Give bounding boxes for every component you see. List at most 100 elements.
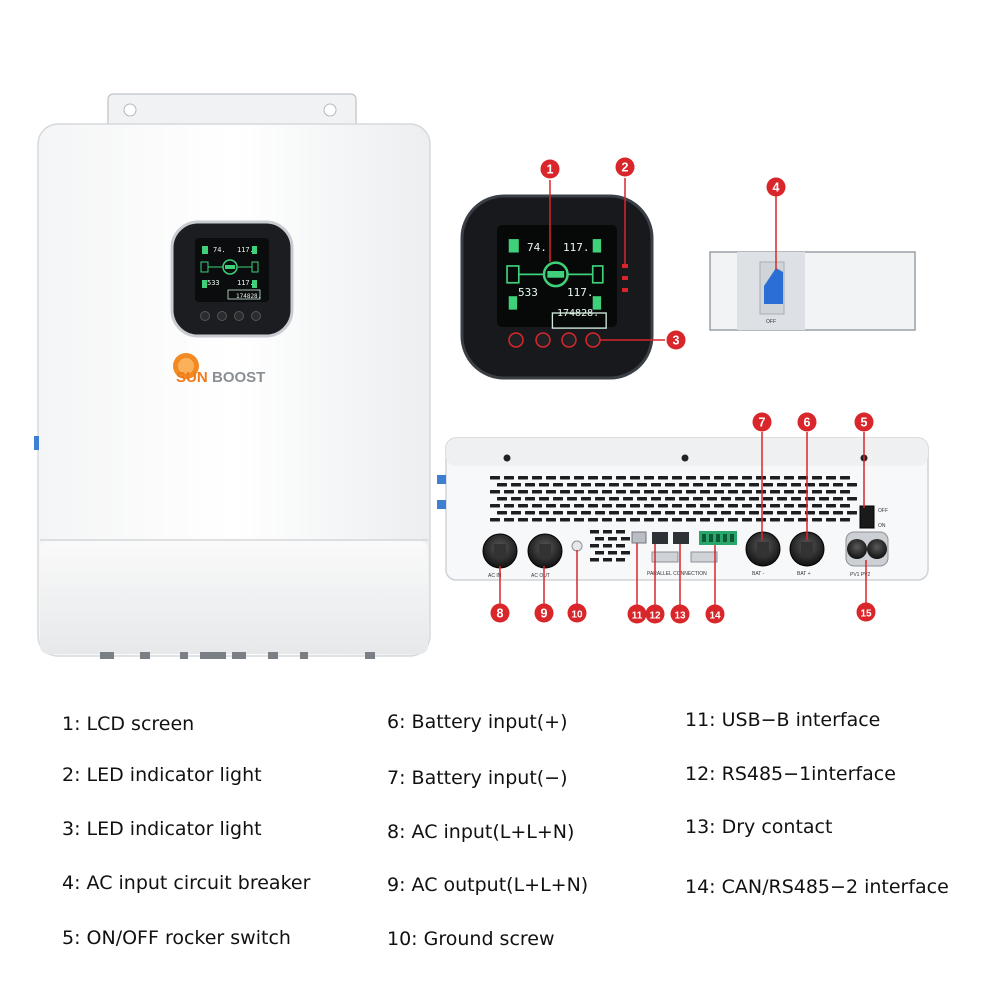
closeup-control-buttons[interactable]: [508, 332, 601, 348]
led-indicator-2: [622, 276, 628, 280]
pv2-port: [867, 539, 887, 559]
svg-text:13: 13: [674, 611, 686, 622]
bracket-hole-right: [323, 103, 337, 117]
svg-text:2: 2: [622, 161, 629, 175]
rocker-off-label: OFF: [878, 508, 888, 514]
pv-label: PV1 PV2: [850, 572, 871, 578]
callout-badge-4: 4: [766, 177, 786, 197]
front-button-2[interactable]: [217, 311, 227, 321]
side-cable: [34, 436, 39, 450]
front-button-3[interactable]: [234, 311, 244, 321]
svg-text:12: 12: [649, 611, 661, 622]
legend-item-8: 8: AC input(L+L+N): [387, 821, 575, 843]
legend-item-12: 12: RS485−1interface: [685, 763, 896, 785]
closeup-button-enter[interactable]: [585, 332, 601, 348]
closeup-button-up[interactable]: [535, 332, 551, 348]
mounting-bracket: [107, 93, 357, 127]
front-lcd-readout-5: 174828.: [236, 293, 261, 300]
svg-text:6: 6: [804, 416, 811, 430]
callout-badge-13: 13: [670, 604, 690, 624]
closeup-lcd-readout-4: 117.: [567, 286, 594, 299]
breaker-toggle[interactable]: [764, 268, 783, 304]
parallel-connection-label: PARALLEL CONNECTION: [647, 571, 707, 577]
brand-sun: SUN: [176, 369, 208, 386]
legend-item-1: 1: LCD screen: [62, 713, 195, 735]
side-connector-1: [437, 475, 446, 484]
front-button-1[interactable]: [200, 311, 210, 321]
bottom-panel: [40, 541, 428, 654]
front-lcd-readout-4: 117.: [237, 279, 254, 287]
front-lcd-readout-1: 74.: [213, 246, 226, 254]
rocker-switch[interactable]: [859, 505, 875, 529]
legend-item-2: 2: LED indicator light: [62, 764, 262, 786]
parallel-port-a: [651, 551, 679, 563]
brand-boost: BOOST: [212, 369, 265, 386]
rs485-1-port: [652, 532, 668, 544]
sunboost-logo: SUN BOOST: [173, 353, 265, 386]
can-terminal-pins: [702, 534, 734, 542]
bat-pos-label: BAT +: [797, 571, 811, 577]
callout-badge-9: 9: [534, 603, 554, 623]
breaker-closeup: OFF: [709, 195, 916, 331]
legend-item-3: 3: LED indicator light: [62, 818, 262, 840]
svg-text:5: 5: [861, 416, 868, 430]
legend-item-6: 6: Battery input(+): [387, 711, 568, 733]
legend-item-5: 5: ON/OFF rocker switch: [62, 927, 291, 949]
legend-item-14: 14: CAN/RS485−2 interface: [685, 876, 949, 898]
legend-item-4: 4: AC input circuit breaker: [62, 872, 311, 894]
legend-item-11: 11: USB−B interface: [685, 709, 881, 731]
front-lcd-readout-3: 533: [207, 279, 220, 287]
legend-item-9: 9: AC output(L+L+N): [387, 874, 589, 896]
svg-text:1: 1: [547, 163, 554, 177]
closeup-button-down[interactable]: [561, 332, 577, 348]
closeup-lcd-content: [506, 239, 607, 329]
closeup-lcd-readout-5: 174828.: [557, 308, 599, 319]
dry-contact-port: [673, 532, 689, 544]
callout-badge-7: 7: [752, 412, 772, 432]
product-diagram: 74. 117. 533 117. 174828. SUN BOOST 74. …: [34, 93, 929, 659]
front-button-4[interactable]: [251, 311, 261, 321]
svg-text:7: 7: [759, 416, 766, 430]
callout-badge-1: 1: [540, 159, 560, 179]
svg-text:11: 11: [632, 611, 643, 622]
bottom-view-top-edge: [446, 438, 928, 466]
legend-item-10: 10: Ground screw: [387, 928, 555, 950]
bottom-connectors: [100, 652, 375, 659]
display-closeup: 74. 117. 533 117. 174828.: [460, 178, 665, 380]
vent-grid: [490, 476, 857, 562]
svg-text:14: 14: [709, 611, 721, 622]
closeup-button-esc[interactable]: [508, 332, 524, 348]
usb-b-port: [631, 531, 647, 544]
screw-2: [681, 454, 689, 462]
closeup-lcd-readout-3: 533: [518, 286, 538, 299]
ac-out-label: AC OUT: [531, 573, 550, 579]
svg-text:3: 3: [673, 334, 680, 348]
ground-screw: [571, 540, 583, 552]
bat-neg-label: BAT -: [752, 571, 765, 577]
callout-badge-6: 6: [797, 412, 817, 432]
legend-item-7: 7: Battery input(−): [387, 767, 568, 789]
closeup-lcd-readout-2: 117.: [563, 241, 590, 254]
inverter-bottom-view: AC IN AC OUT PARALLEL CONNECTION BAT - B…: [437, 432, 929, 605]
front-control-buttons[interactable]: [200, 311, 261, 321]
front-lcd-screen: [195, 238, 269, 302]
callout-badge-12: 12: [645, 604, 665, 624]
led-indicators: [622, 264, 628, 292]
callout-badge-15: 15: [856, 602, 876, 622]
callout-badge-11: 11: [627, 604, 647, 624]
front-lcd-content: [200, 246, 261, 300]
callout-badge-10: 10: [567, 603, 587, 623]
side-connector-2: [437, 500, 446, 509]
pv1-port: [847, 539, 867, 559]
callout-badge-8: 8: [490, 603, 510, 623]
svg-text:15: 15: [860, 609, 872, 620]
svg-text:4: 4: [773, 181, 780, 195]
legend-item-13: 13: Dry contact: [685, 816, 833, 838]
led-indicator-3: [622, 288, 628, 292]
led-indicator-1: [622, 264, 628, 268]
breaker-off-label: OFF: [766, 319, 776, 325]
parallel-port-b: [690, 551, 718, 563]
closeup-lcd-readout-1: 74.: [527, 241, 547, 254]
callout-badge-2: 2: [615, 157, 635, 177]
